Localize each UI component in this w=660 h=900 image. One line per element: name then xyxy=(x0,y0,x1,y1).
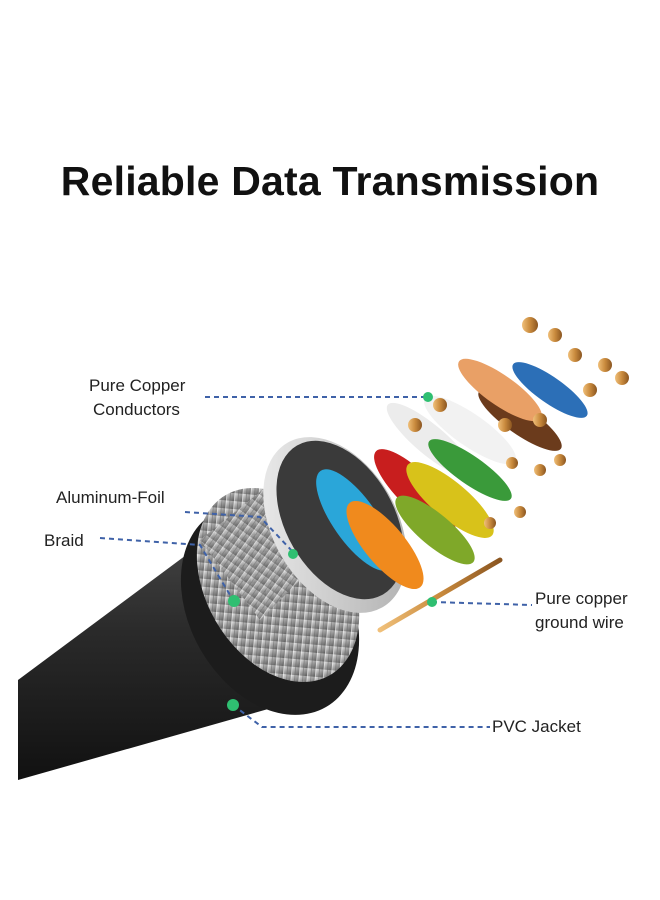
leader-ground xyxy=(431,601,533,606)
ground-wire xyxy=(377,557,503,633)
leader-jacket xyxy=(232,704,490,728)
label-conductors-line2: Conductors xyxy=(93,400,180,419)
marker-foil xyxy=(288,549,298,559)
label-pure-copper-conductors: Pure Copper Conductors xyxy=(89,374,219,422)
leader-braid xyxy=(99,537,234,601)
insulated-conductors xyxy=(316,358,588,590)
label-braid: Braid xyxy=(44,531,84,550)
leader-foil xyxy=(184,511,294,553)
marker-conductors xyxy=(423,392,433,402)
leader-lines xyxy=(99,396,533,728)
marker-dots xyxy=(227,392,437,711)
label-pure-copper-ground-wire: Pure copper ground wire xyxy=(535,587,655,635)
marker-braid xyxy=(228,595,240,607)
marker-ground xyxy=(427,597,437,607)
marker-jacket xyxy=(227,699,239,711)
label-aluminum-foil: Aluminum-Foil xyxy=(56,488,165,507)
label-conductors-line1: Pure Copper xyxy=(89,376,186,395)
copper-conductor-tips xyxy=(408,317,629,529)
label-ground-line2: ground wire xyxy=(535,613,624,632)
page-title: Reliable Data Transmission xyxy=(60,158,600,204)
label-ground-line1: Pure copper xyxy=(535,589,628,608)
label-pvc-jacket: PVC Jacket xyxy=(492,717,581,736)
